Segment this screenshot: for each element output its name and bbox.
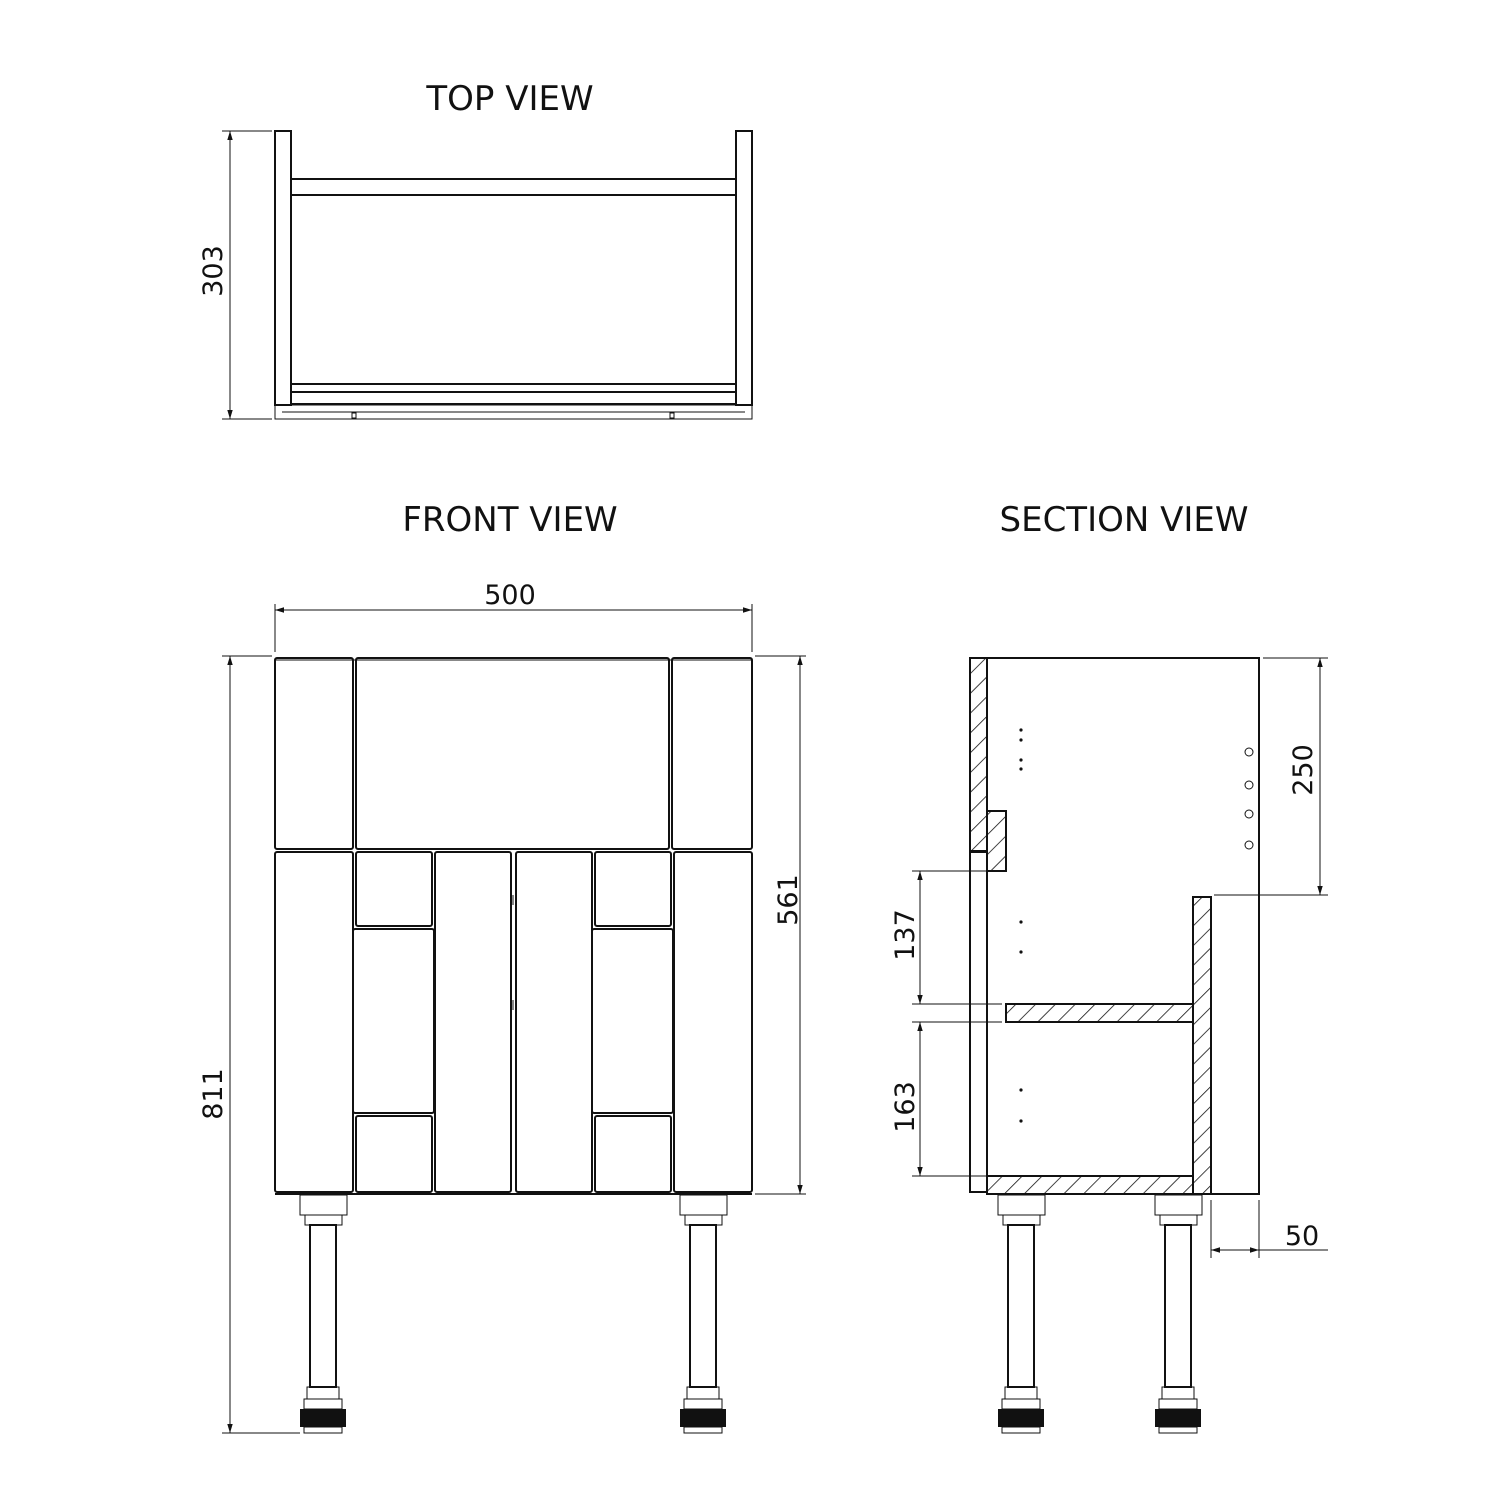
top-view [274, 130, 753, 420]
section-lower-gap-label: 163 [890, 1081, 921, 1133]
section-top-drawer-label: 250 [1288, 744, 1319, 796]
section-top-drawer-dimension: 250 [1214, 657, 1328, 896]
section-offset-label: 50 [1285, 1221, 1319, 1252]
front-total-height-label: 811 [198, 1068, 229, 1120]
section-offset-dimension: 50 [1210, 1200, 1328, 1258]
section-upper-gap-dimension: 137 [890, 870, 987, 1005]
section-view [969, 657, 1260, 1434]
section-upper-gap-label: 137 [890, 909, 921, 961]
top-view-title: TOP VIEW [425, 79, 593, 119]
section-lower-gap-dimension: 163 [890, 1021, 987, 1177]
front-width-dimension: 500 [274, 580, 753, 652]
front-total-height-dimension: 811 [198, 655, 300, 1434]
top-depth-dimension: 303 [198, 130, 272, 420]
top-depth-label: 303 [198, 245, 229, 297]
section-view-title: SECTION VIEW [1000, 500, 1249, 540]
front-view [274, 657, 753, 1434]
front-width-label: 500 [484, 580, 536, 611]
front-cabinet-height-label: 561 [773, 874, 804, 926]
front-cabinet-height-dimension: 561 [755, 655, 806, 1195]
front-view-title: FRONT VIEW [402, 500, 617, 540]
